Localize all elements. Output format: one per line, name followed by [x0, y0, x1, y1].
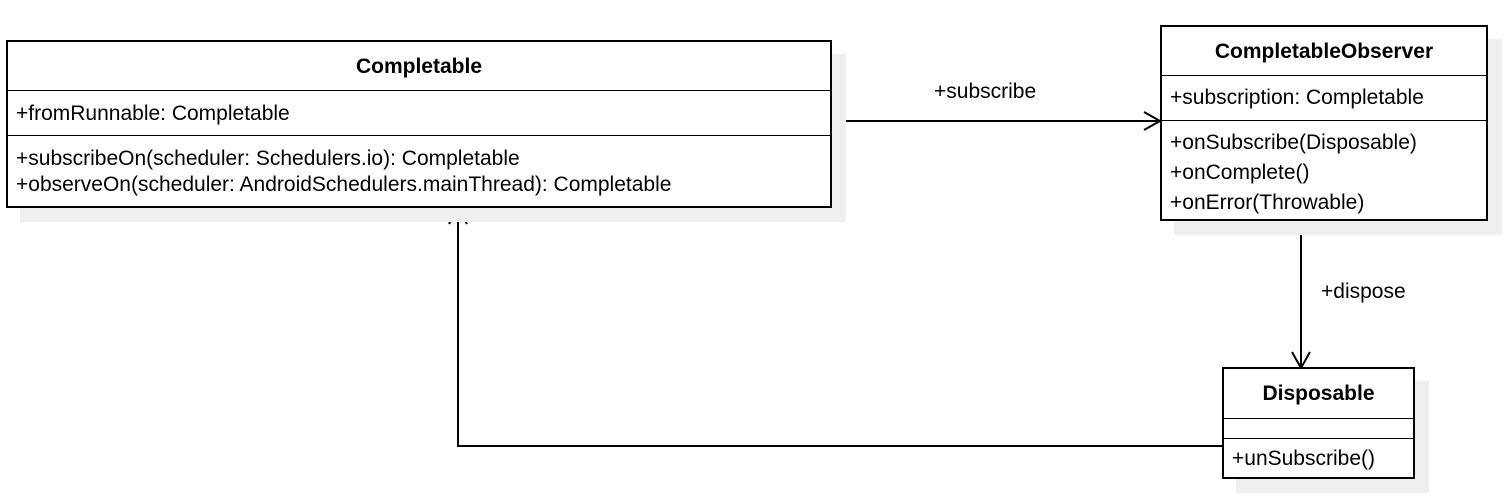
- operation: +unSubscribe(): [1232, 447, 1375, 470]
- return-association[interactable]: [448, 205, 1223, 447]
- class-completable[interactable]: Completable +fromRunnable: Completable +…: [6, 40, 832, 208]
- class-disposable-attributes: [1224, 419, 1413, 439]
- operation: +onSubscribe(Disposable): [1170, 131, 1417, 154]
- dispose-label: +dispose: [1321, 280, 1406, 303]
- class-completable-observer-attributes: +subscription: Completable: [1162, 76, 1486, 121]
- class-completable-operations: +subscribeOn(scheduler: Schedulers.io): …: [8, 136, 830, 198]
- class-disposable[interactable]: Disposable +unSubscribe(): [1222, 367, 1415, 479]
- class-disposable-operations: +unSubscribe(): [1224, 439, 1413, 469]
- class-completable-name: Completable: [8, 42, 830, 91]
- subscribe-association[interactable]: [830, 111, 1163, 131]
- attribute: +fromRunnable: Completable: [16, 102, 290, 125]
- class-disposable-name: Disposable: [1224, 369, 1413, 419]
- attribute: +subscription: Completable: [1170, 86, 1424, 109]
- dispose-association[interactable]: [1291, 220, 1311, 371]
- class-completable-attributes: +fromRunnable: Completable: [8, 91, 830, 136]
- operation: +onComplete(): [1170, 161, 1310, 184]
- operation: +observeOn(scheduler: AndroidSchedulers.…: [16, 173, 672, 196]
- class-completable-observer[interactable]: CompletableObserver +subscription: Compl…: [1160, 25, 1488, 221]
- subscribe-label: +subscribe: [934, 80, 1037, 103]
- operation: +onError(Throwable): [1170, 191, 1365, 214]
- class-completable-observer-operations: +onSubscribe(Disposable) +onComplete() +…: [1162, 121, 1486, 218]
- class-completable-observer-name: CompletableObserver: [1162, 27, 1486, 76]
- operation: +subscribeOn(scheduler: Schedulers.io): …: [16, 147, 520, 170]
